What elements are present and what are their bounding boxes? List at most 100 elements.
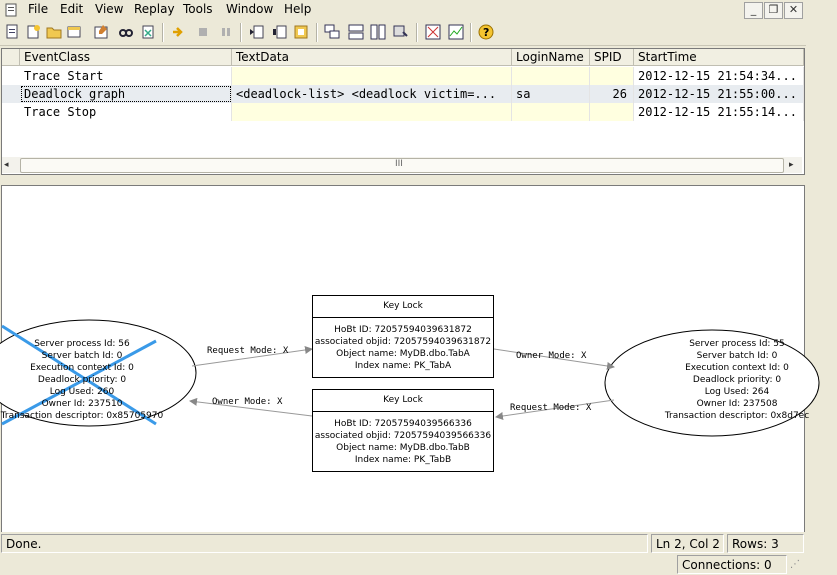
menu-window[interactable]: Window	[226, 2, 274, 16]
column-header-eventclass[interactable]: EventClass	[20, 49, 232, 66]
column-header-spid[interactable]: SPID	[590, 49, 634, 66]
process-line: Server batch Id: 0	[696, 351, 778, 361]
trace-events-grid: EventClass TextData LoginName SPID Start…	[1, 48, 805, 175]
key-lock-a-node[interactable]: Key Lock HoBt ID: 72057594039631872 asso…	[312, 295, 494, 378]
edge-lock-b-to-victim	[189, 397, 313, 417]
cell-eventclass: Deadlock graph	[20, 85, 232, 103]
lock-line: Object name: MyDB.dbo.TabA	[336, 349, 470, 359]
table-row[interactable]: Trace Stop 2012-12-15 21:55:14...	[2, 103, 804, 121]
cell-textdata	[232, 103, 512, 121]
edge-lock-a-to-process	[493, 348, 615, 370]
performance-chart-icon[interactable]	[448, 24, 464, 40]
victim-line: Execution context Id: 0	[30, 363, 134, 373]
deadlock-graph-drawing	[0, 319, 820, 437]
menu-edit[interactable]: Edit	[60, 2, 84, 16]
new-trace-icon[interactable]	[4, 24, 20, 40]
deadlock-graph-pane: Server process Id: 56 Server batch Id: 0…	[0, 185, 820, 533]
victim-line: Log Used: 260	[49, 387, 115, 397]
column-header-loginname[interactable]: LoginName	[512, 49, 590, 66]
correlate-icon[interactable]	[425, 24, 441, 40]
status-bar: Done. Ln 2, Col 2 Rows: 3 Connections: 0…	[0, 532, 806, 575]
menu-help[interactable]: Help	[284, 2, 312, 16]
pause-trace-icon[interactable]	[218, 24, 234, 40]
arrange-icon[interactable]	[393, 24, 409, 40]
replay-step-icon[interactable]	[272, 24, 288, 40]
cell-textdata	[232, 67, 512, 85]
scrollbar-grip: III	[395, 159, 403, 169]
edge-label-owner-mode: Owner Mode: X	[516, 351, 587, 361]
victim-cross-line	[1, 339, 157, 426]
lock-line: HoBt ID: 72057594039631872	[334, 325, 472, 335]
scroll-left-icon[interactable]: ◂	[4, 160, 9, 170]
cell-spid	[590, 67, 634, 85]
cell-eventclass: Trace Stop	[20, 103, 232, 121]
bookmark-icon[interactable]	[293, 24, 309, 40]
stop-trace-icon[interactable]	[195, 24, 211, 40]
edge-label-owner-mode: Owner Mode: X	[212, 397, 283, 407]
edge-process-to-lock-b	[495, 399, 615, 420]
victim-line: Deadlock priority: 0	[37, 375, 127, 385]
menu-tools[interactable]: Tools	[183, 2, 213, 16]
restore-icon[interactable]: ❐	[764, 2, 783, 19]
open-folder-icon[interactable]	[46, 24, 62, 40]
cascade-icon[interactable]	[324, 24, 340, 40]
menu-bar: File Edit View Replay Tools Window Help …	[0, 0, 806, 19]
process-node[interactable]	[604, 329, 820, 437]
cell-textdata: <deadlock-list> <deadlock victim=...	[232, 85, 512, 103]
find-icon[interactable]	[118, 24, 134, 40]
new-template-icon[interactable]	[25, 24, 41, 40]
cell-starttime: 2012-12-15 21:55:00...	[634, 85, 804, 103]
lock-line: HoBt ID: 72057594039566336	[334, 419, 472, 429]
process-line: Log Used: 264	[704, 387, 770, 397]
status-connections: Connections: 0	[677, 555, 787, 574]
status-row-count: Rows: 3	[727, 534, 804, 553]
menu-replay[interactable]: Replay	[134, 2, 175, 16]
victim-line: Transaction descriptor: 0x85705970	[0, 411, 164, 421]
menu-view[interactable]: View	[95, 2, 124, 16]
cell-loginname: sa	[512, 85, 590, 103]
edge-victim-to-lock-a	[191, 346, 313, 367]
lock-title: Key Lock	[313, 390, 493, 412]
table-row-selected[interactable]: Deadlock graph <deadlock-list> <deadlock…	[2, 85, 804, 103]
cell-starttime: 2012-12-15 21:54:34...	[634, 67, 804, 85]
grid-horizontal-scrollbar[interactable]: ◂ III ▸	[2, 157, 802, 173]
clear-window-icon[interactable]	[140, 24, 156, 40]
cell-spid	[590, 103, 634, 121]
cell-starttime: 2012-12-15 21:55:14...	[634, 103, 804, 121]
scrollbar-thumb[interactable]: III	[20, 158, 784, 173]
key-lock-b-node[interactable]: Key Lock HoBt ID: 72057594039566336 asso…	[312, 389, 494, 472]
cell-eventclass: Trace Start	[20, 67, 232, 85]
menu-file[interactable]: File	[28, 2, 49, 16]
table-row[interactable]: Trace Start 2012-12-15 21:54:34...	[2, 67, 804, 85]
status-message: Done.	[1, 534, 648, 553]
run-trace-icon[interactable]	[170, 24, 186, 40]
lock-line: Index name: PK_TabB	[354, 455, 452, 465]
lock-title: Key Lock	[313, 296, 493, 318]
edge-label-request-mode: Request Mode: X	[207, 346, 289, 356]
process-line: Deadlock priority: 0	[692, 375, 782, 385]
close-icon[interactable]: ✕	[784, 2, 803, 19]
toolbar: ?	[0, 20, 806, 46]
minimize-icon[interactable]: _	[744, 2, 763, 19]
svg-text:?: ?	[483, 26, 489, 39]
lock-line: Object name: MyDB.dbo.TabB	[336, 443, 470, 453]
status-cursor-position: Ln 2, Col 2	[651, 534, 724, 553]
column-header-starttime[interactable]: StartTime	[634, 49, 804, 66]
app-document-icon[interactable]	[4, 3, 18, 20]
victim-line: Owner Id: 237510	[41, 399, 123, 409]
help-icon[interactable]: ?	[478, 24, 494, 40]
victim-cross-line	[1, 324, 157, 426]
open-table-icon[interactable]	[66, 24, 82, 40]
tile-horizontal-icon[interactable]	[348, 24, 364, 40]
process-line: Transaction descriptor: 0x8d7ec	[664, 411, 810, 421]
resize-grip-icon[interactable]: ⋰	[790, 559, 800, 570]
process-line: Execution context Id: 0	[685, 363, 789, 373]
auto-scroll-icon[interactable]	[249, 24, 265, 40]
tile-vertical-icon[interactable]	[370, 24, 386, 40]
column-header-textdata[interactable]: TextData	[232, 49, 512, 66]
scroll-right-icon[interactable]: ▸	[789, 160, 794, 170]
cell-spid: 26	[590, 85, 634, 103]
lock-line: Index name: PK_TabA	[354, 361, 452, 371]
lock-line: associated objid: 72057594039631872	[314, 337, 492, 347]
properties-icon[interactable]	[93, 24, 109, 40]
